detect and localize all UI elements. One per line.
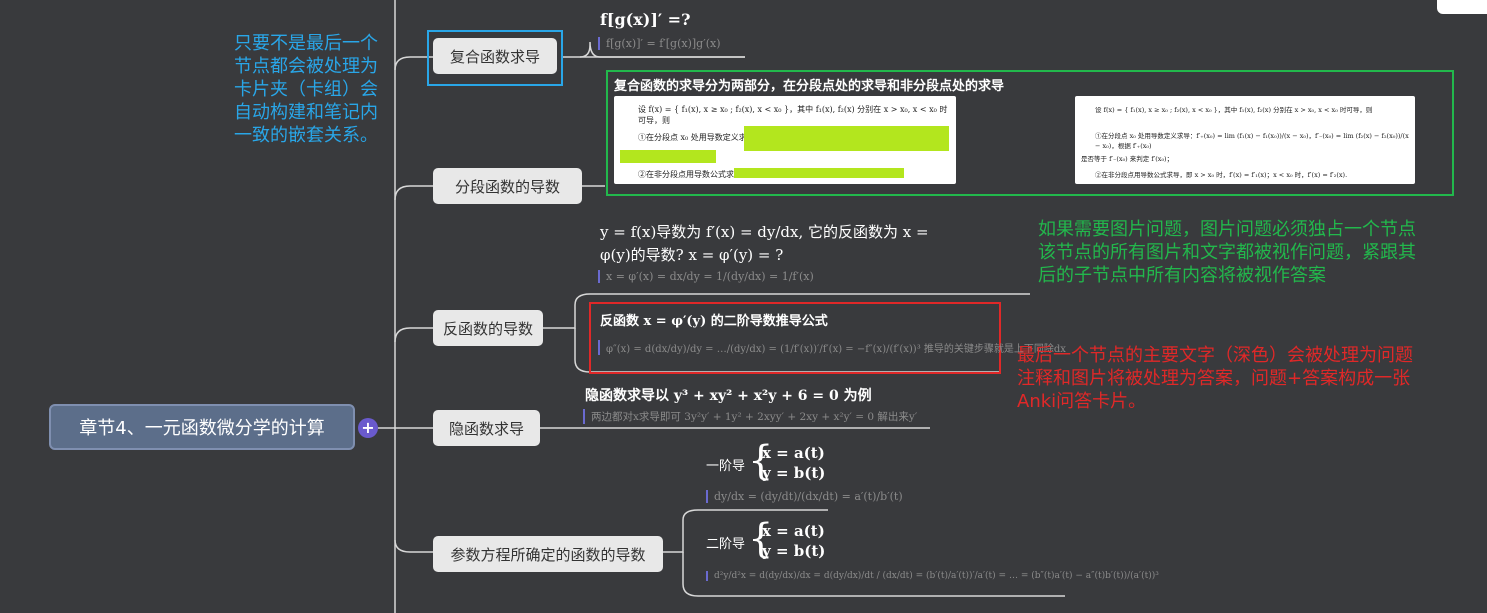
parametric-first-answer: dy/dx = (dy/dt)/(dx/dt) = a′(t)/b′(t) bbox=[706, 490, 903, 503]
composite-answer: f[g(x)]′ = f′[g(x)]g′(x) bbox=[598, 37, 721, 50]
piecewise-image-frame bbox=[606, 70, 1454, 196]
img1-highlight-a bbox=[744, 126, 949, 151]
inverse-second-title[interactable]: 反函数 x = φ′(y) 的二阶导数推导公式 bbox=[600, 314, 828, 329]
inverse-question-line2[interactable]: φ(y)的导数? x = φ′(y) = ? bbox=[600, 246, 784, 264]
parametric-first-brace: { bbox=[748, 438, 774, 484]
parametric-second-answer: d²y/d²x = d(dy/dx)/dx = d(dy/dx)/dt / (d… bbox=[706, 571, 1159, 581]
piecewise-title[interactable]: 复合函数的求导分为两部分，在分段点处的求导和非分段点处的求导 bbox=[614, 79, 1005, 94]
parametric-first-eq2: y = b(t) bbox=[762, 464, 826, 482]
img2-line2: ①在分段点 x₀ 处用导数定义求导：f′₊(x₀) = lim (f₁(x) −… bbox=[1095, 132, 1409, 150]
note-line: 自动构建和笔记内 bbox=[234, 102, 378, 123]
note-line: 卡片夹（卡组）会 bbox=[234, 79, 378, 100]
note-line: 后的子节点中所有内容将被视作答案 bbox=[1038, 265, 1326, 286]
img1-line2: ①在分段点 x₀ 处用导数定义求导： bbox=[638, 133, 763, 142]
note-green: 如果需要图片问题，图片问题必须独占一个节点 该节点的所有图片和文字都被视作问题，… bbox=[1038, 218, 1416, 287]
parametric-second-label[interactable]: 二阶导 bbox=[706, 537, 746, 552]
note-line: 如果需要图片问题，图片问题必须独占一个节点 bbox=[1038, 219, 1416, 240]
parametric-second-brace: { bbox=[748, 516, 774, 562]
branch-inverse-derivative[interactable]: 反函数的导数 bbox=[433, 310, 543, 346]
parametric-second-eq1: x = a(t) bbox=[762, 522, 825, 540]
branch-composite-derivative[interactable]: 复合函数求导 bbox=[433, 38, 557, 74]
img2-line1: 设 f(x) = { f₁(x), x ≥ x₀ ; f₂(x), x < x₀… bbox=[1095, 106, 1373, 114]
note-line: 最后一个节点的主要文字（深色）会被处理为问题 bbox=[1017, 345, 1413, 366]
note-line: 该节点的所有图片和文字都被视作问题，紧跟其 bbox=[1038, 242, 1416, 263]
root-label: 章节4、一元函数微分学的计算 bbox=[79, 418, 325, 439]
expand-plus-icon[interactable]: + bbox=[358, 418, 378, 438]
piecewise-image-1: 设 f(x) = { f₁(x), x ≥ x₀ ; f₂(x), x < x₀… bbox=[614, 96, 956, 184]
branch-label: 隐函数求导 bbox=[448, 419, 524, 438]
inverse-question-line1[interactable]: y = f(x)导数为 f′(x) = dy/dx, 它的反函数为 x = bbox=[600, 223, 929, 241]
note-line: 只要不是最后一个 bbox=[234, 33, 378, 54]
note-blue: 只要不是最后一个 节点都会被处理为 卡片夹（卡组）会 自动构建和笔记内 一致的嵌… bbox=[234, 32, 378, 147]
parametric-first-eq1: x = a(t) bbox=[762, 444, 825, 462]
img1-line3: ②在非分段点用导数公式求导： bbox=[638, 170, 750, 179]
branch-piecewise-derivative[interactable]: 分段函数的导数 bbox=[433, 168, 582, 204]
note-line: Anki问答卡片。 bbox=[1017, 391, 1147, 412]
img1-highlight-b bbox=[620, 150, 716, 163]
inverse-second-answer: φ″(x) = d(dx/dy)/dy = …/(dy/dx) = (1/f′(… bbox=[598, 340, 1066, 355]
branch-implicit-derivative[interactable]: 隐函数求导 bbox=[433, 410, 540, 446]
note-line: 节点都会被处理为 bbox=[234, 56, 378, 77]
inverse-second-frame bbox=[589, 302, 1001, 374]
note-line: 注释和图片将被处理为答案，问题+答案构成一张 bbox=[1017, 368, 1411, 389]
img2-line3: 是否等于 f′₋(x₀) 来判定 f′(x₀)； bbox=[1081, 155, 1174, 163]
branch-label: 分段函数的导数 bbox=[454, 177, 560, 196]
composite-question[interactable]: f[g(x)]′ =? bbox=[600, 10, 691, 29]
branch-label: 反函数的导数 bbox=[442, 319, 533, 338]
img2-line4: ②在非分段点用导数公式求导，即 x > x₀ 时，f′(x) = f′₁(x)；… bbox=[1095, 171, 1348, 179]
implicit-question[interactable]: 隐函数求导以 y³ + xy² + x²y + 6 = 0 为例 bbox=[585, 388, 872, 404]
branch-label: 复合函数求导 bbox=[449, 47, 540, 66]
img1-highlight-c bbox=[734, 168, 904, 178]
root-node[interactable]: 章节4、一元函数微分学的计算 bbox=[49, 404, 355, 450]
branch-parametric-derivative[interactable]: 参数方程所确定的函数的导数 bbox=[433, 536, 663, 572]
piecewise-image-2: 设 f(x) = { f₁(x), x ≥ x₀ ; f₂(x), x < x₀… bbox=[1075, 96, 1415, 184]
inverse-answer: x = φ′(x) = dx/dy = 1/(dy/dx) = 1/f′(x) bbox=[598, 270, 814, 283]
note-red: 最后一个节点的主要文字（深色）会被处理为问题 注释和图片将被处理为答案，问题+答… bbox=[1017, 344, 1413, 413]
implicit-answer: 两边都对x求导即可 3y²y′ + 1y² + 2xyy′ + 2xy + x²… bbox=[583, 409, 917, 424]
img1-line1: 设 f(x) = { f₁(x), x ≥ x₀ ; f₂(x), x < x₀… bbox=[638, 105, 948, 125]
note-line: 一致的嵌套关系。 bbox=[234, 125, 378, 146]
parametric-second-eq2: y = b(t) bbox=[762, 542, 826, 560]
parametric-first-label[interactable]: 一阶导 bbox=[706, 459, 746, 474]
composite-node-frame bbox=[427, 30, 563, 86]
branch-label: 参数方程所确定的函数的导数 bbox=[450, 545, 646, 564]
top-right-corner-button[interactable] bbox=[1437, 0, 1487, 14]
